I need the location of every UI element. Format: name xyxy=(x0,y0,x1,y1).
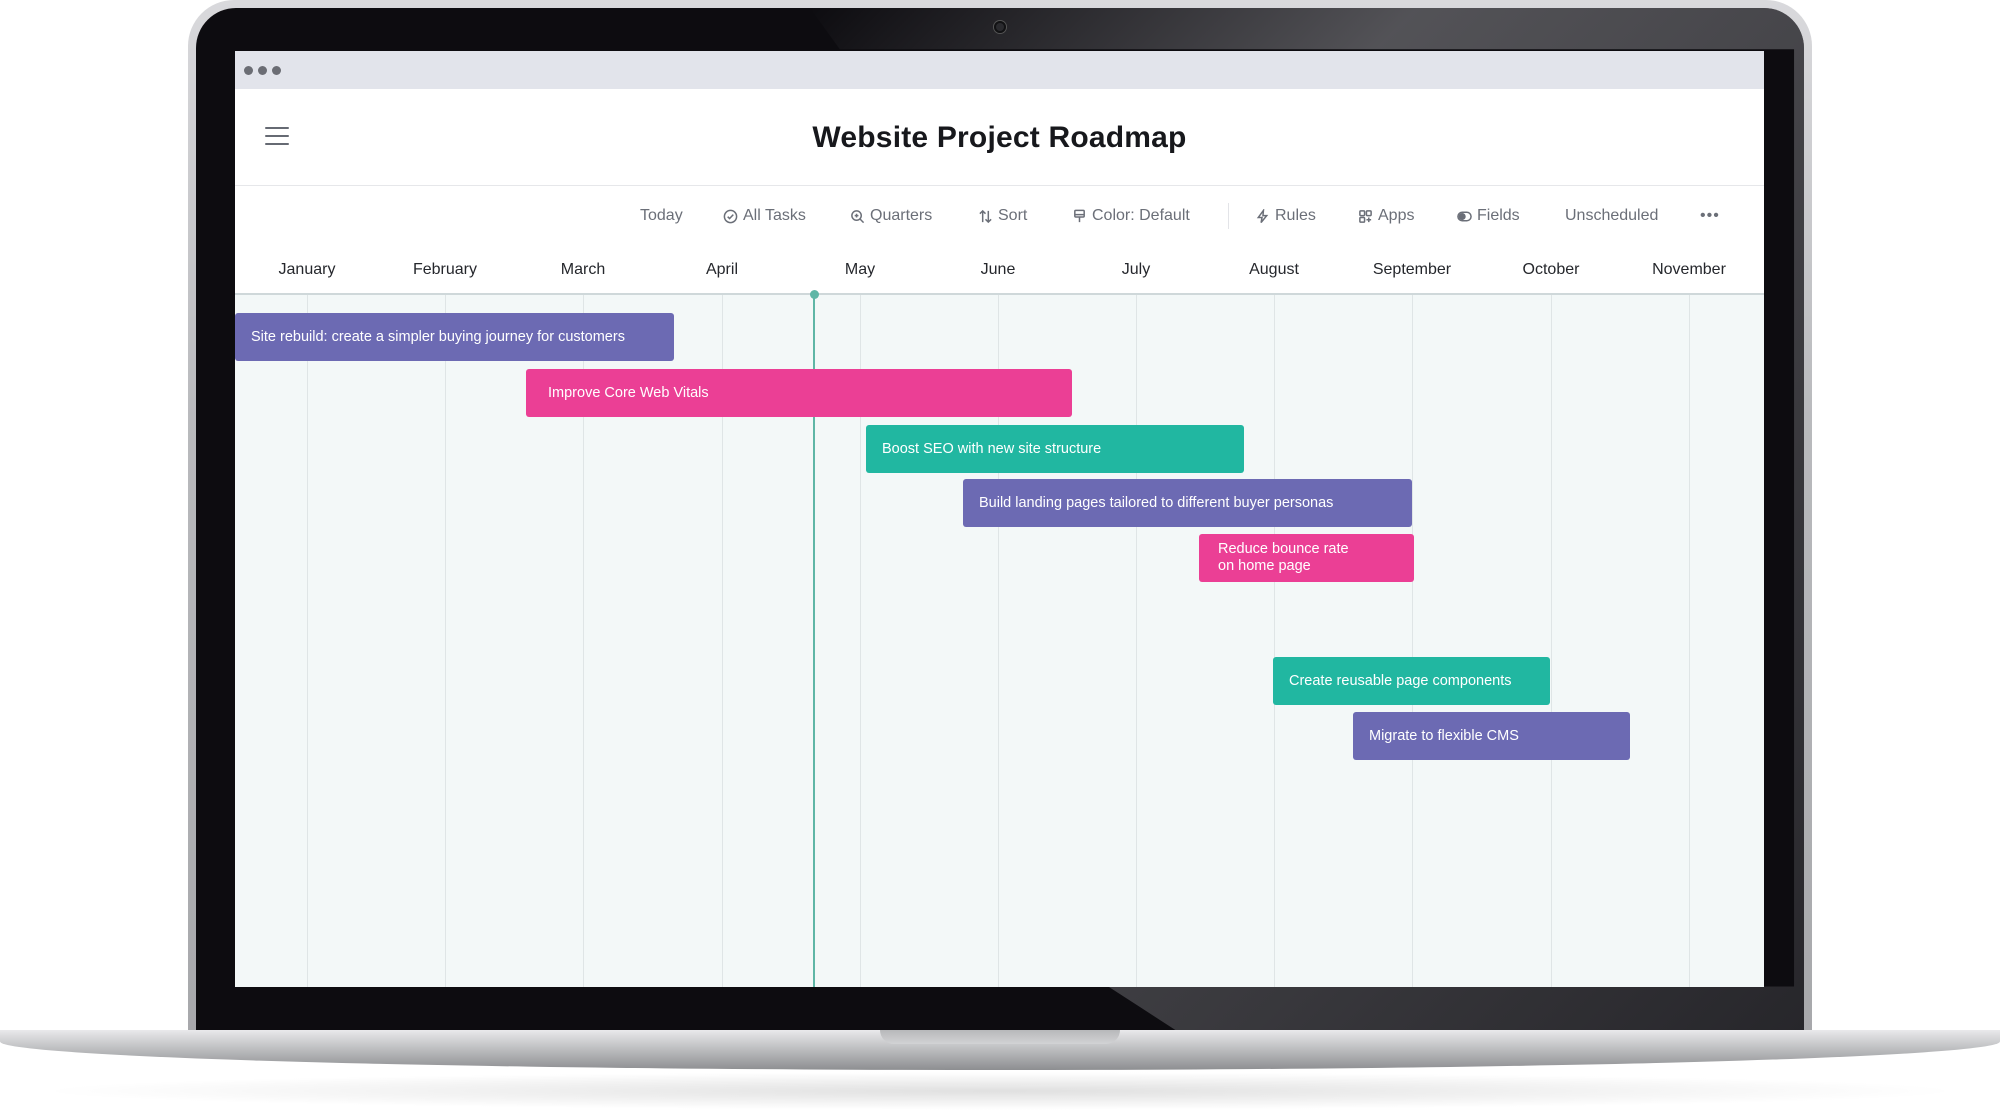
month-april: April xyxy=(705,261,738,278)
gridline xyxy=(1689,295,1690,987)
month-september: September xyxy=(1372,261,1452,278)
paint-brush-icon xyxy=(1074,209,1085,222)
task-label-line-1: Reduce bounce rate xyxy=(1218,541,1349,557)
zoom-icon xyxy=(851,209,865,223)
apps-label: Apps xyxy=(1378,207,1415,224)
unscheduled-label: Unscheduled xyxy=(1565,207,1659,224)
rules-label: Rules xyxy=(1275,207,1316,224)
task-bar-site-rebuild[interactable]: Site rebuild: create a simpler buying jo… xyxy=(235,313,674,361)
today-label: Today xyxy=(640,207,683,224)
timeline-grid: Site rebuild: create a simpler buying jo… xyxy=(235,290,1764,987)
app-window: Website Project Roadmap Today All Tasks … xyxy=(235,51,1764,987)
task-bar-core-web-vitals[interactable]: Improve Core Web Vitals xyxy=(526,369,1072,417)
task-label: Migrate to flexible CMS xyxy=(1369,727,1519,744)
month-july: July xyxy=(1121,261,1151,278)
gridline xyxy=(445,295,446,987)
more-options-icon[interactable]: ••• xyxy=(1700,201,1720,231)
app-header: Website Project Roadmap xyxy=(235,89,1764,186)
sort-label: Sort xyxy=(998,207,1028,224)
month-january: January xyxy=(278,261,336,278)
gridline xyxy=(307,295,308,987)
laptop-base-notch xyxy=(880,1030,1120,1044)
today-marker-dot xyxy=(810,290,819,299)
task-label: Improve Core Web Vitals xyxy=(548,384,709,401)
task-label: Create reusable page components xyxy=(1289,672,1512,689)
toolbar: Today All Tasks Quarters Sort xyxy=(235,201,1764,235)
month-june: June xyxy=(980,261,1016,278)
window-dot-icon[interactable] xyxy=(258,66,267,75)
gridline xyxy=(860,295,861,987)
gridline xyxy=(1551,295,1552,987)
task-label: Boost SEO with new site structure xyxy=(882,440,1102,457)
toolbar-divider xyxy=(1228,203,1229,229)
gridline xyxy=(722,295,723,987)
all-tasks-label: All Tasks xyxy=(743,207,806,224)
fields-button[interactable]: Fields xyxy=(1457,201,1520,231)
apps-button[interactable]: Apps xyxy=(1358,201,1414,231)
task-bar-landing-pages[interactable]: Build landing pages tailored to differen… xyxy=(963,479,1412,527)
month-february: February xyxy=(412,261,478,278)
camera-icon xyxy=(994,21,1006,33)
fields-label: Fields xyxy=(1477,207,1520,224)
window-titlebar xyxy=(235,51,1764,89)
check-circle-icon xyxy=(723,209,738,223)
unscheduled-button[interactable]: Unscheduled xyxy=(1565,201,1658,231)
task-bar-reusable-components[interactable]: Create reusable page components xyxy=(1273,657,1550,705)
lightning-icon xyxy=(1256,208,1269,223)
color-button[interactable]: Color: Default xyxy=(1072,201,1190,231)
toggle-icon xyxy=(1457,211,1472,221)
gridline xyxy=(998,295,999,987)
task-label: Site rebuild: create a simpler buying jo… xyxy=(251,328,625,345)
quarters-label: Quarters xyxy=(870,207,933,224)
task-label: Build landing pages tailored to differen… xyxy=(979,494,1334,511)
month-november: November xyxy=(1652,261,1726,278)
menu-icon[interactable] xyxy=(265,127,289,147)
task-bar-migrate-cms[interactable]: Migrate to flexible CMS xyxy=(1353,712,1630,760)
gridline xyxy=(583,295,584,987)
gridline xyxy=(1412,295,1413,987)
color-label: Color: Default xyxy=(1092,207,1190,224)
today-button[interactable]: Today xyxy=(640,201,683,231)
month-october: October xyxy=(1522,261,1580,278)
month-march: March xyxy=(560,261,606,278)
rules-button[interactable]: Rules xyxy=(1255,201,1316,231)
window-dot-icon[interactable] xyxy=(244,66,253,75)
window-dot-icon[interactable] xyxy=(272,66,281,75)
more-options-label: ••• xyxy=(1700,207,1720,224)
month-august: August xyxy=(1249,261,1299,278)
gridline xyxy=(1136,295,1137,987)
sort-icon xyxy=(979,209,992,223)
all-tasks-button[interactable]: All Tasks xyxy=(723,201,806,231)
apps-grid-icon xyxy=(1359,209,1372,223)
month-may: May xyxy=(844,261,876,278)
task-label-line-2: on home page xyxy=(1218,558,1311,574)
sort-button[interactable]: Sort xyxy=(978,201,1027,231)
task-bar-boost-seo[interactable]: Boost SEO with new site structure xyxy=(866,425,1244,473)
today-marker-line xyxy=(813,295,815,987)
quarters-button[interactable]: Quarters xyxy=(850,201,932,231)
month-header-row: January February March April May June Ju… xyxy=(235,261,1764,289)
task-bar-bounce-rate[interactable]: Reduce bounce rate on home page xyxy=(1199,534,1414,582)
gridline xyxy=(1274,295,1275,987)
page-title: Website Project Roadmap xyxy=(812,121,1187,154)
laptop-shadow xyxy=(30,1072,1970,1110)
